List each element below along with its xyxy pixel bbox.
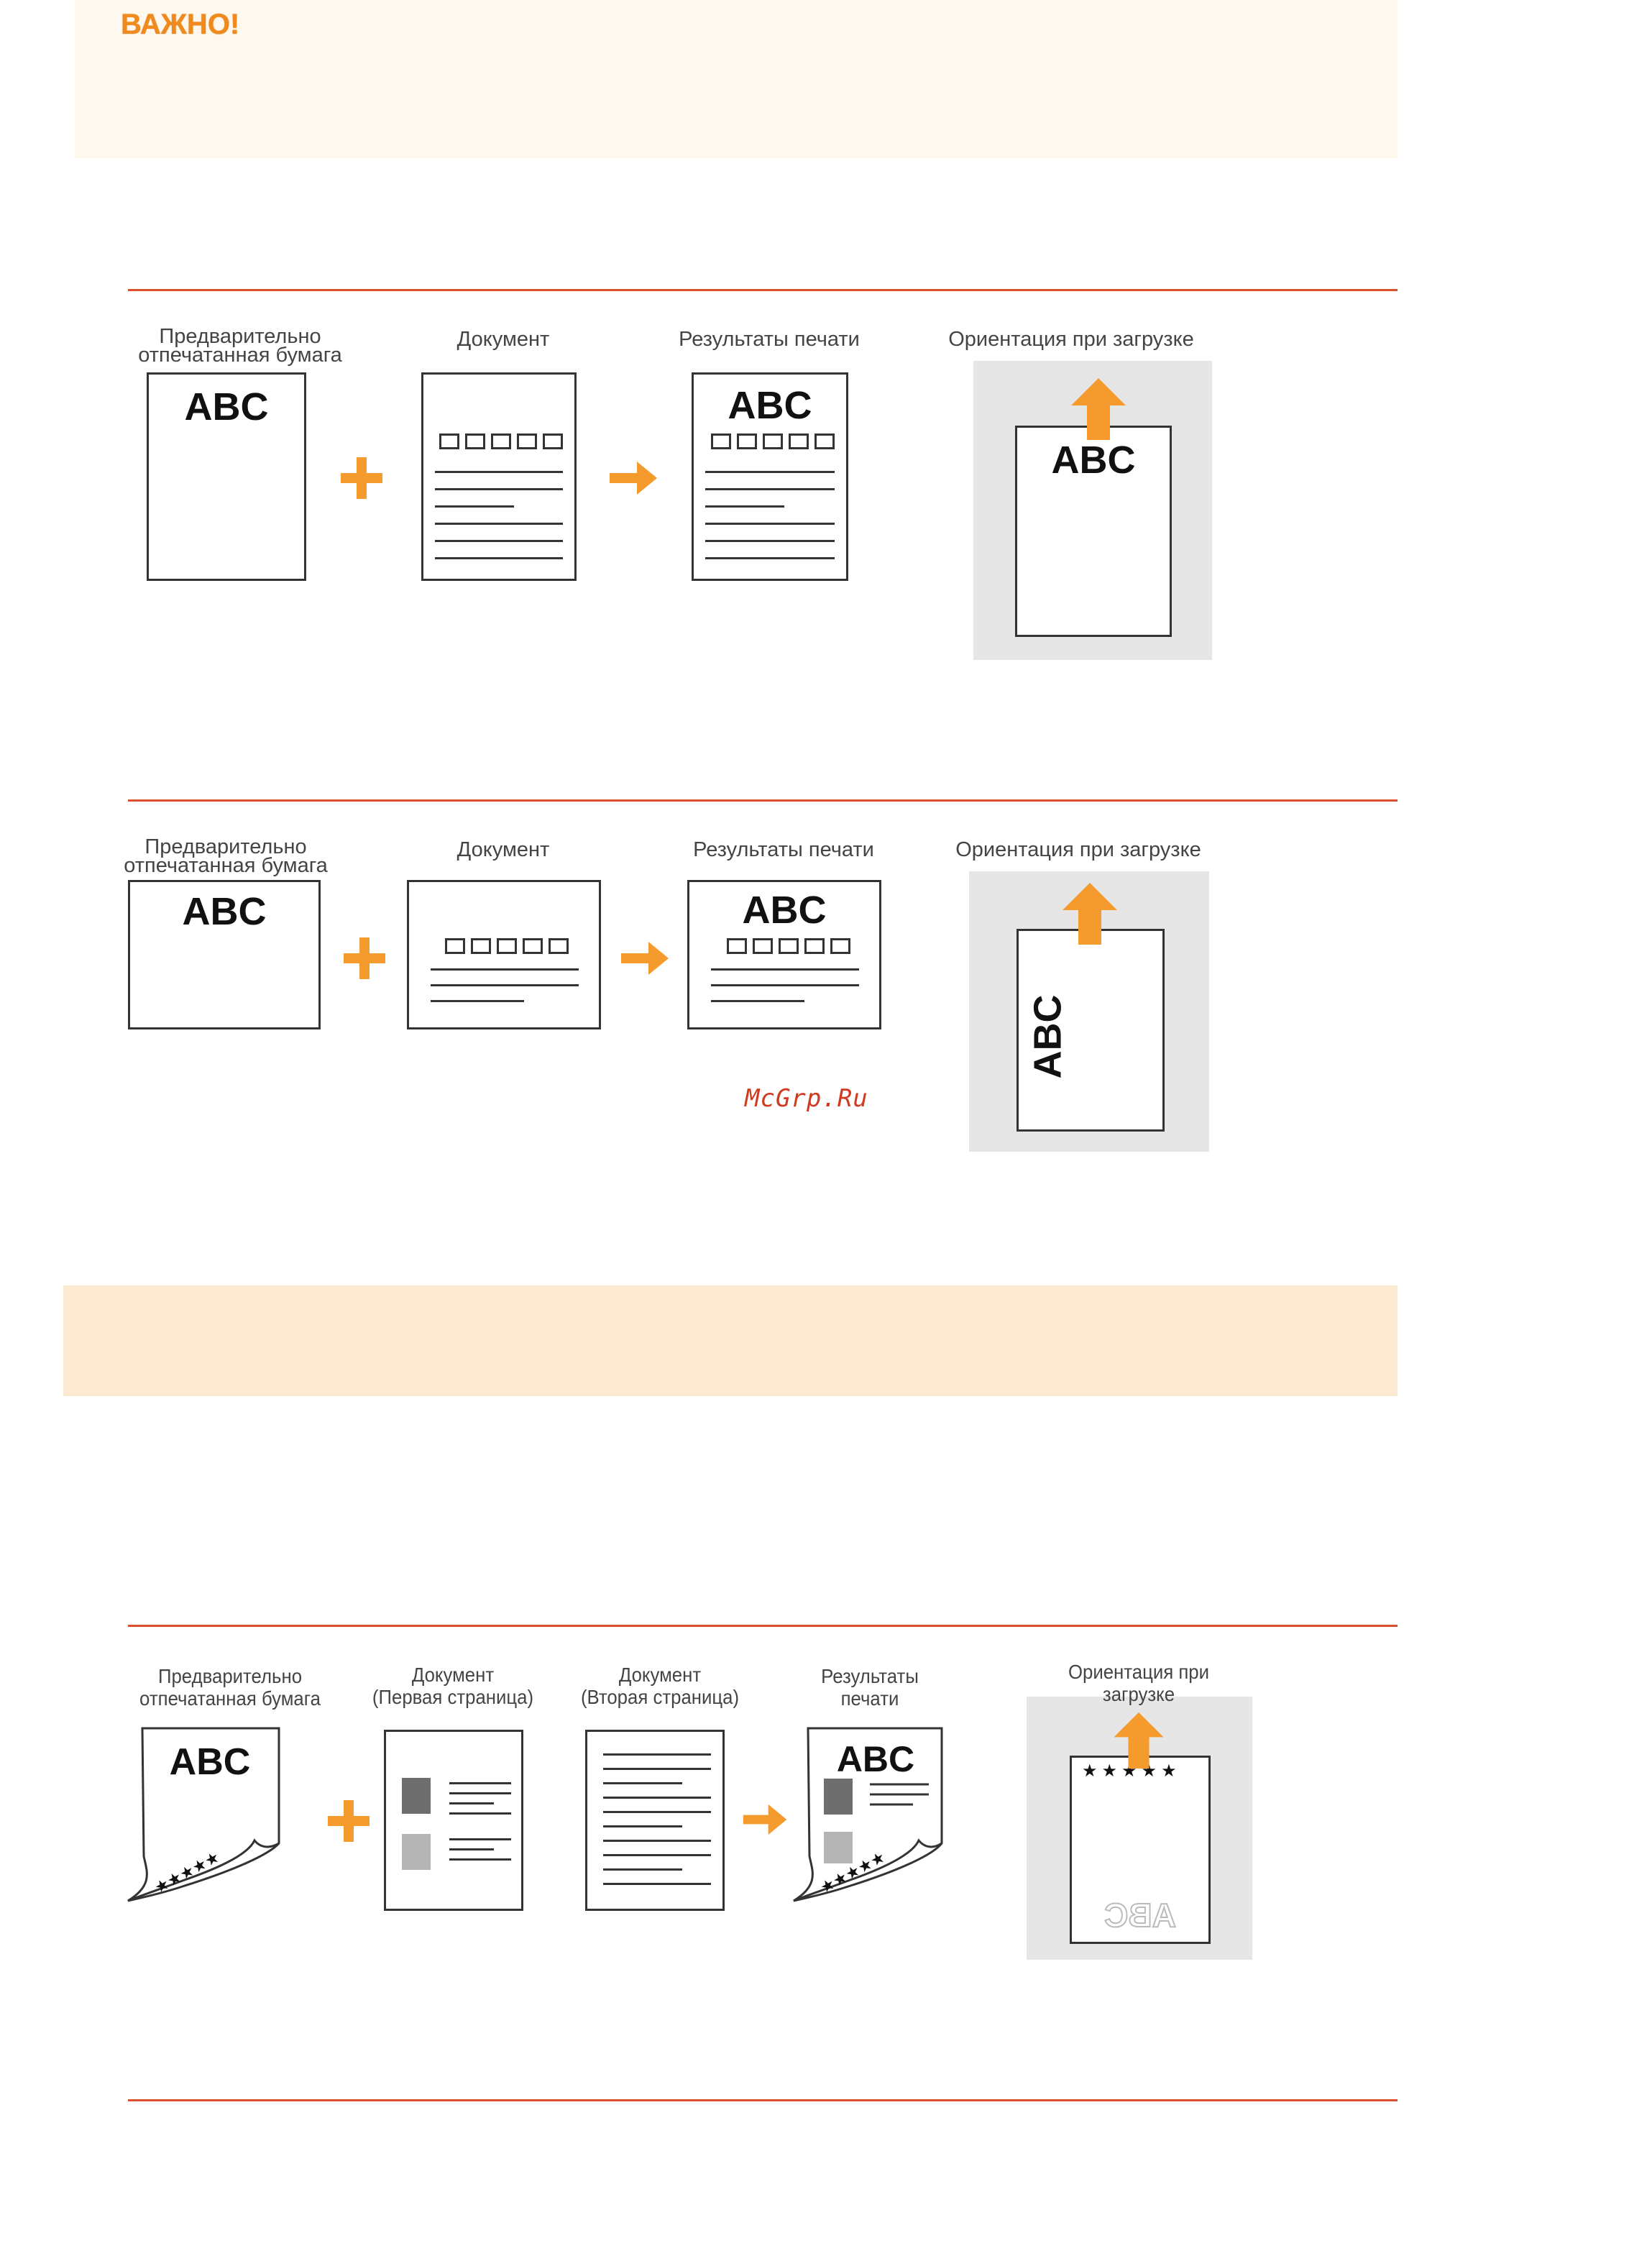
section-divider-2 [128,799,1398,802]
document-page [421,372,577,581]
label-preprinted-paper: Предварительно отпечатанная бумага [139,1665,321,1710]
feed-direction-arrow-icon [1114,1712,1164,1769]
svg-text:ABC: ABC [837,1739,914,1779]
preprinted-paper-page: ABC ★★★★★ [127,1727,280,1902]
important-heading: ВАЖНО! [121,9,240,40]
feed-direction-arrow-icon [1071,378,1126,440]
print-result-page: ABC [687,880,881,1029]
label-preprinted-paper: Предварительно отпечатанная бумага [138,325,342,367]
abc-preprint: ABC [184,385,269,428]
print-result-page: ABC [692,372,848,581]
label-loading-orientation: Ориентация при загрузке [948,328,1194,351]
section-divider-3 [128,1625,1398,1627]
preprinted-paper-page: ABC [147,372,306,581]
print-result-page: ABC ★★★★★ [793,1727,943,1902]
label-loading-orientation: Ориентация при загрузке [1068,1661,1210,1705]
arrow-right-icon [621,942,669,975]
plus-icon [344,937,385,979]
section-divider-1 [128,289,1398,291]
svg-text:ABC: ABC [170,1741,251,1783]
loading-orientation-panel: ABC [973,361,1212,660]
loading-orientation-panel: ABC [969,871,1209,1152]
label-loading-orientation: Ориентация при загрузке [955,838,1201,861]
preprinted-paper-page: ABC [128,880,321,1029]
label-print-results: Результаты печати [679,328,860,351]
note-box [63,1285,1398,1396]
watermark: McGrp.Ru [745,1084,868,1113]
label-document: Документ [456,328,550,351]
label-document-second-page: Документ (Вторая страница) [580,1664,740,1708]
label-print-results: Результаты печати [821,1665,919,1710]
feed-direction-arrow-icon [1063,883,1117,945]
loading-orientation-panel: ★★★★★ ABC [1027,1697,1252,1960]
document-page [407,880,601,1029]
label-print-results: Результаты печати [693,838,874,861]
plus-icon [341,457,382,499]
arrow-right-icon [743,1804,787,1835]
document-first-page [384,1730,523,1911]
plus-icon [328,1800,370,1842]
document-second-page [585,1730,725,1911]
important-note-box [75,0,1398,158]
label-document-first-page: Документ (Первая страница) [372,1664,534,1708]
label-document: Документ [456,838,550,861]
label-preprinted-paper: Предварительно отпечатанная бумага [124,835,328,877]
section-divider-4 [128,2099,1398,2101]
arrow-right-icon [610,462,657,495]
